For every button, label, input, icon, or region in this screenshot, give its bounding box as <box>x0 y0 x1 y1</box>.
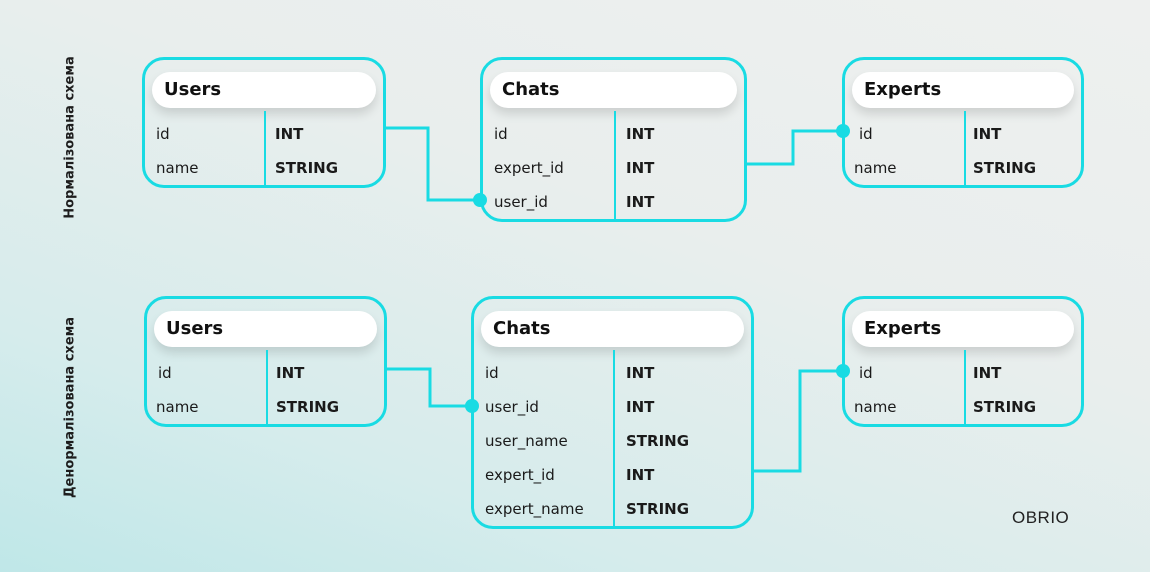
table-row: user_id INT <box>483 185 744 219</box>
table-chats-normalized: Chats id INT expert_id INT user_id INT <box>480 57 747 222</box>
field-name: name <box>854 159 897 177</box>
obrio-logo: OBRIO <box>1012 508 1070 527</box>
table-row: id INT <box>474 356 751 390</box>
field-type: STRING <box>973 159 1037 177</box>
field-name: id <box>158 364 172 382</box>
field-type: STRING <box>973 398 1037 416</box>
field-type: INT <box>626 125 655 143</box>
table-row: name STRING <box>845 151 1081 185</box>
field-type: STRING <box>275 159 339 177</box>
field-name: expert_id <box>494 159 564 177</box>
field-name: name <box>156 159 199 177</box>
table-title: Users <box>154 311 377 347</box>
field-name: id <box>494 125 508 143</box>
table-title: Chats <box>490 72 737 108</box>
field-name: expert_id <box>485 466 555 484</box>
table-row: name STRING <box>845 390 1081 424</box>
table-row: user_name STRING <box>474 424 751 458</box>
field-type: INT <box>626 398 655 416</box>
field-name: user_name <box>485 432 568 450</box>
column-divider <box>266 350 268 424</box>
field-name: id <box>859 125 873 143</box>
field-type: INT <box>626 364 655 382</box>
field-name: id <box>859 364 873 382</box>
table-row: name STRING <box>147 390 384 424</box>
table-row: name STRING <box>145 151 383 185</box>
table-experts-denormalized: Experts id INT name STRING <box>842 296 1084 427</box>
link-chats-experts-normalized <box>747 129 843 166</box>
field-name: id <box>485 364 499 382</box>
link-users-chats-denormalized <box>386 367 472 408</box>
table-row: expert_name STRING <box>474 492 751 526</box>
table-title: Experts <box>852 311 1074 347</box>
column-divider <box>264 111 266 185</box>
column-divider <box>964 350 966 424</box>
field-name: user_id <box>494 193 548 211</box>
field-type: INT <box>973 125 1002 143</box>
table-row: id INT <box>147 356 384 390</box>
field-name: user_id <box>485 398 539 416</box>
table-title: Users <box>152 72 376 108</box>
field-name: name <box>854 398 897 416</box>
table-chats-denormalized: Chats id INT user_id INT user_name STRIN… <box>471 296 754 529</box>
field-name: expert_name <box>485 500 584 518</box>
table-row: id INT <box>845 356 1081 390</box>
field-type: INT <box>626 193 655 211</box>
table-row: id INT <box>845 117 1081 151</box>
field-type: INT <box>626 159 655 177</box>
field-type: STRING <box>276 398 340 416</box>
table-title: Experts <box>852 72 1074 108</box>
field-type: STRING <box>626 432 690 450</box>
table-experts-normalized: Experts id INT name STRING <box>842 57 1084 188</box>
link-chats-experts-denormalized <box>754 369 843 473</box>
field-type: INT <box>626 466 655 484</box>
table-row: expert_id INT <box>474 458 751 492</box>
table-row: id INT <box>483 117 744 151</box>
link-users-chats-normalized <box>386 126 480 202</box>
table-row: user_id INT <box>474 390 751 424</box>
field-name: name <box>156 398 199 416</box>
column-divider <box>964 111 966 185</box>
table-title: Chats <box>481 311 744 347</box>
column-divider <box>613 350 615 526</box>
table-row: expert_id INT <box>483 151 744 185</box>
field-type: INT <box>973 364 1002 382</box>
field-type: INT <box>275 125 304 143</box>
table-row: id INT <box>145 117 383 151</box>
field-type: INT <box>276 364 305 382</box>
table-users-normalized: Users id INT name STRING <box>142 57 386 188</box>
field-name: id <box>156 125 170 143</box>
table-users-denormalized: Users id INT name STRING <box>144 296 387 427</box>
field-type: STRING <box>626 500 690 518</box>
column-divider <box>614 111 616 219</box>
